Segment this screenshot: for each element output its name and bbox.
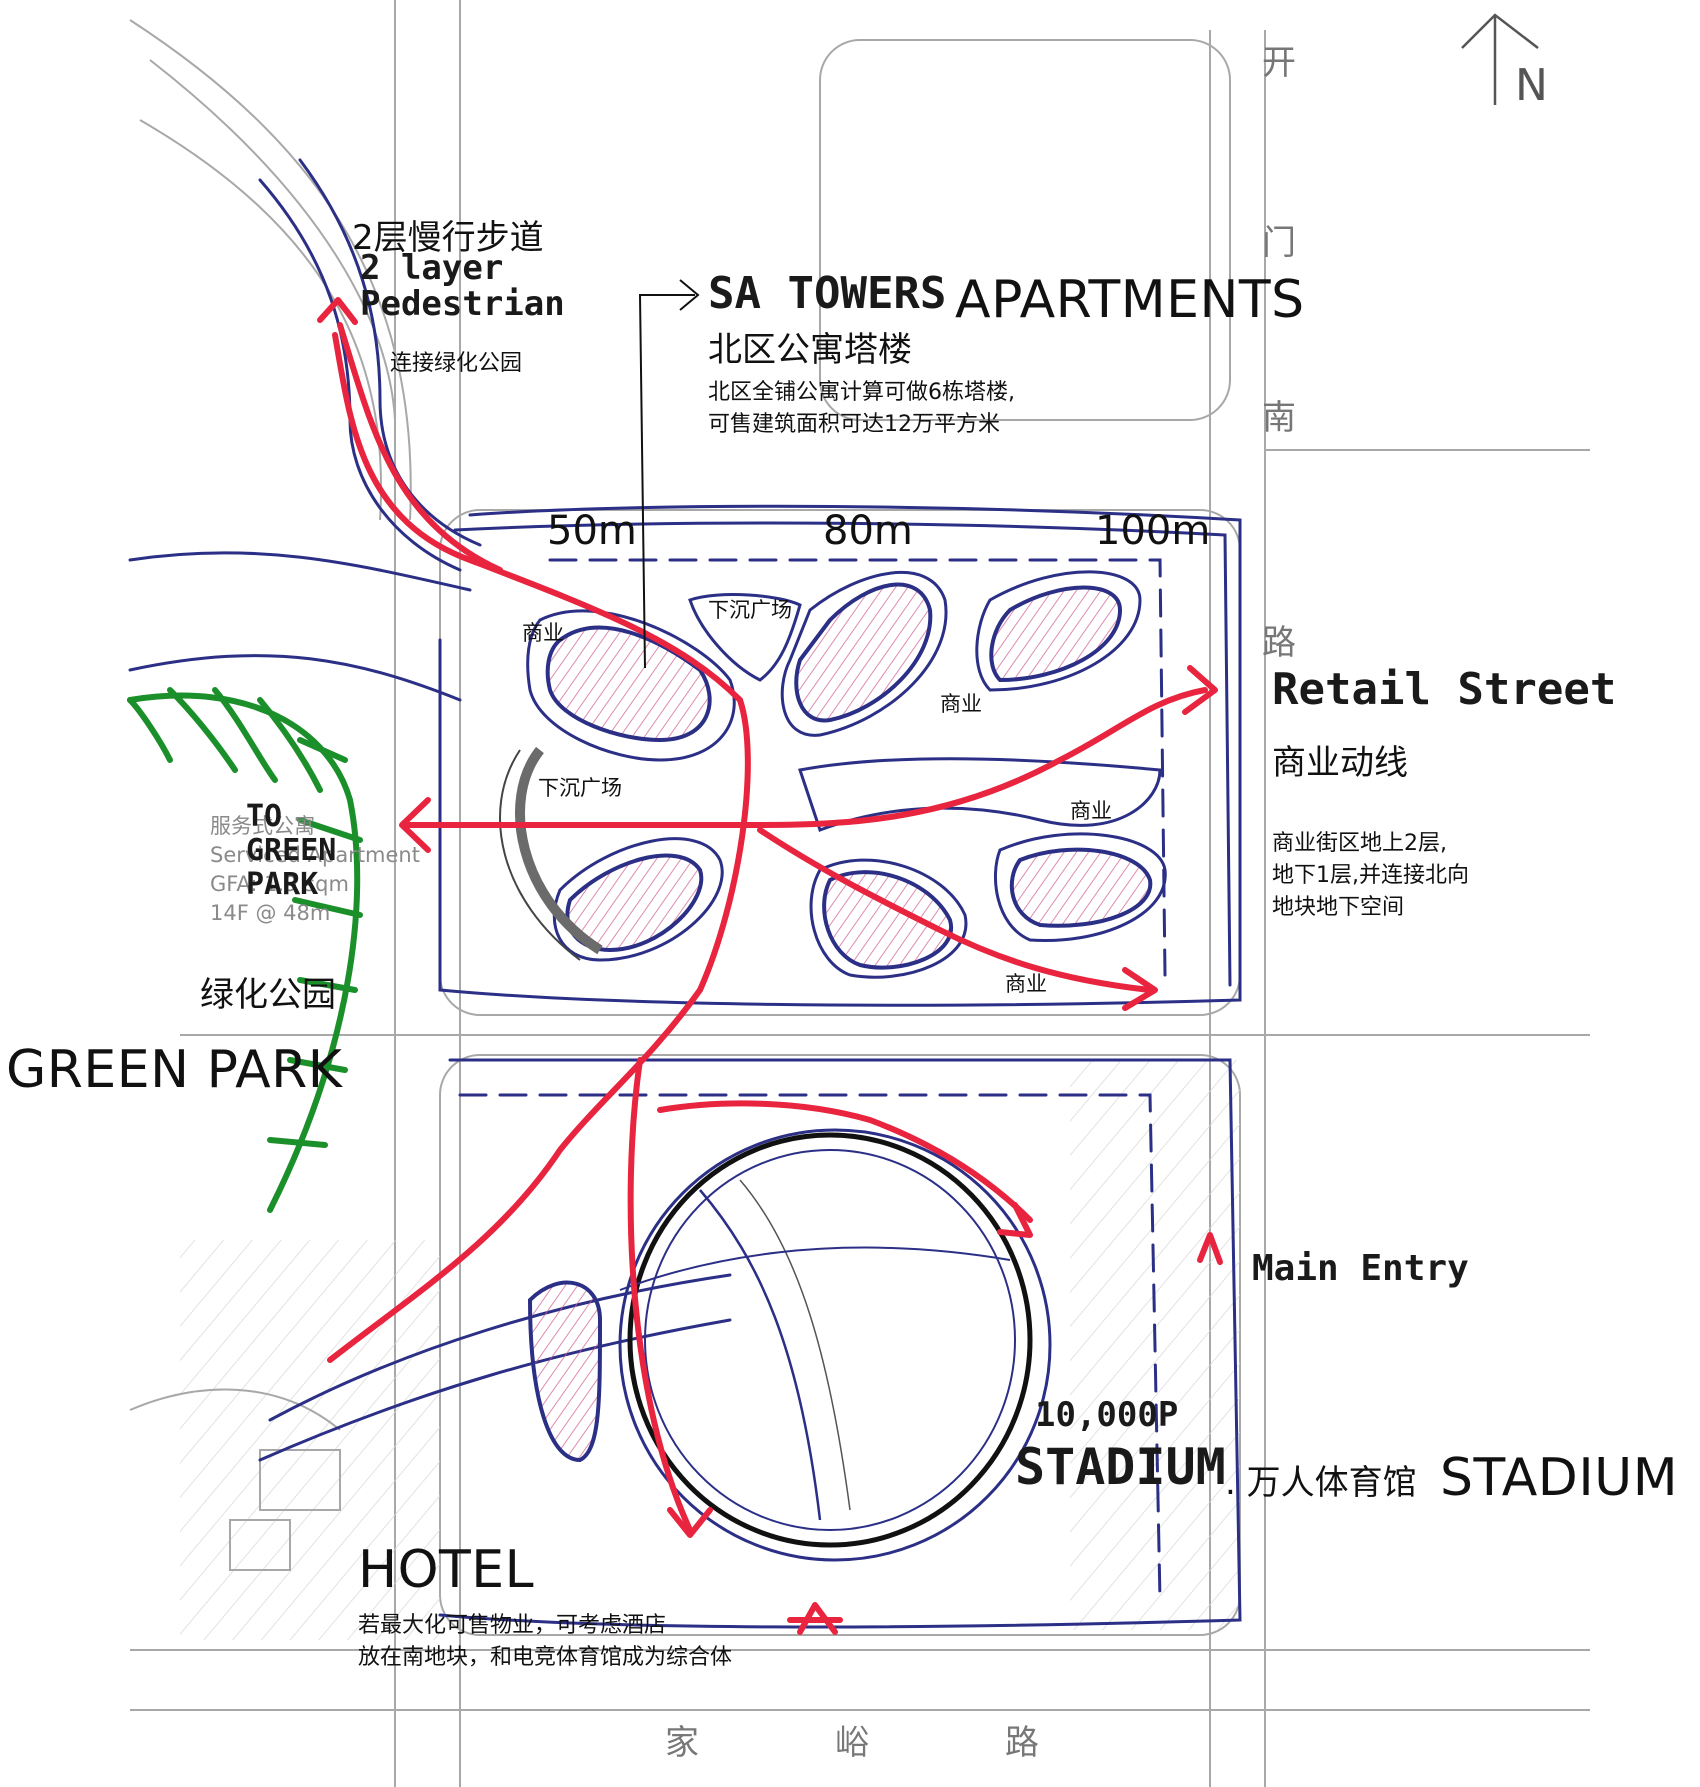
retail-label-cn: 商业动线: [1272, 743, 1408, 783]
pedestrian-label-en: 2 layer Pedestrian: [360, 248, 565, 324]
retail-note: 商业街区地上2层, 地下1层,并连接北向 地块地下空间: [1272, 831, 1469, 920]
serviced-apartment-line: Serviced Apartment: [210, 843, 420, 867]
sa-towers-label: SA TOWERS: [708, 268, 947, 319]
commercial-tag: 商业: [1070, 799, 1112, 823]
commercial-tag: 商业: [1005, 972, 1047, 996]
road-east-char: 门: [1262, 223, 1296, 263]
to-green-park-label: TO GREEN PARK: [246, 799, 337, 902]
stadium-label-hand: STADIUM: [1015, 1438, 1226, 1496]
road-east-char: 南: [1262, 398, 1296, 438]
route-arrowheads: [317, 297, 1223, 1635]
pedestrian-note: 连接绿化公园: [390, 351, 523, 376]
capacity-label: 10,000P: [1035, 1395, 1179, 1435]
road-south-char: 峪: [835, 1723, 869, 1763]
serviced-apartment-line: 服务式公寓: [210, 814, 315, 838]
dimension-100m: 100m: [1095, 508, 1211, 554]
commercial-tag: 商业: [940, 692, 982, 716]
stadium-label-cn: . 万人体育馆: [1225, 1463, 1417, 1503]
pedestrian-label-cn: 2层慢行步道: [352, 218, 544, 258]
road-east-char: 路: [1262, 623, 1296, 663]
serviced-apartment-line: 14F @ 48m: [210, 901, 331, 925]
sunken-plaza-tag: 下沉广场: [708, 598, 792, 622]
towers-label-cn: 北区公寓塔楼: [708, 330, 912, 370]
green-park-label-en: GREEN PARK: [6, 1040, 343, 1100]
dimension-80m: 80m: [823, 508, 913, 554]
towers-note: 北区全铺公寓计算可做6栋塔楼, 可售建筑面积可达12万平方米: [708, 380, 1015, 437]
callout-leader: [638, 294, 695, 669]
serviced-apartment-line: GFA: 1.9 sqm: [210, 872, 349, 896]
commercial-tag: 商业: [522, 621, 564, 645]
hotel-note: 若最大化可售物业，可考虑酒店 放在南地块，和电竞体育馆成为综合体: [358, 1613, 733, 1670]
stadium-label-en: STADIUM: [1440, 1448, 1679, 1508]
road-south-char: 家: [665, 1723, 699, 1763]
dimension-50m: 50m: [547, 508, 637, 554]
tower-footprints: [527, 582, 1153, 1463]
hotel-label: HOTEL: [358, 1540, 535, 1600]
retail-street-label: Retail Street: [1272, 664, 1617, 715]
apartments-label: APARTMENTS: [955, 270, 1305, 330]
main-entry-label: Main Entry: [1252, 1248, 1469, 1289]
road-east-char: 开: [1262, 43, 1296, 83]
north-label: N: [1515, 60, 1548, 111]
sunken-plaza-tag: 下沉广场: [538, 776, 622, 800]
green-park-label-cn: 绿化公园: [200, 975, 336, 1015]
serviced-apartment-note: 服务式公寓 Serviced Apartment GFA: 1.9 sqm 14…: [210, 812, 420, 928]
green-park-hatch: [127, 687, 363, 1213]
stadium-outline: [618, 1128, 1052, 1562]
road-south-char: 路: [1005, 1723, 1039, 1763]
north-arrow-icon: [1461, 13, 1539, 105]
sunken-plaza-arc: [515, 746, 603, 955]
route-lines: [327, 322, 1208, 1623]
